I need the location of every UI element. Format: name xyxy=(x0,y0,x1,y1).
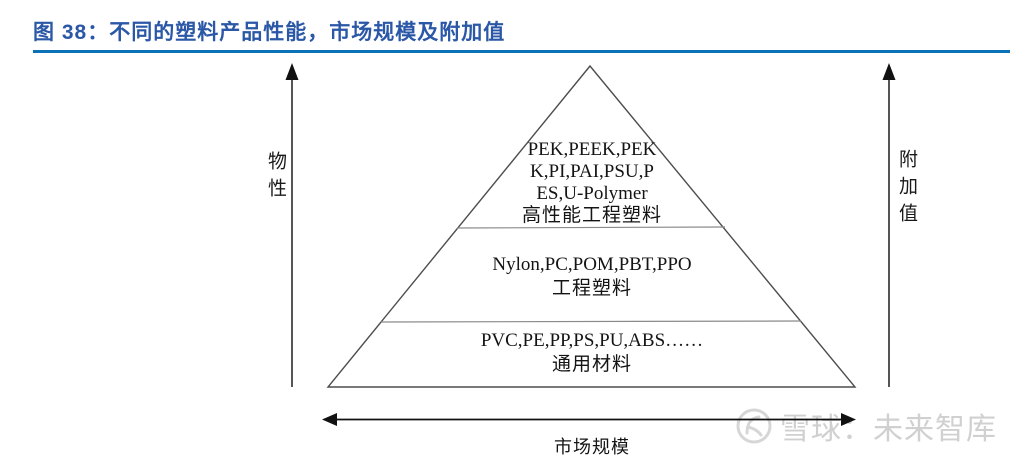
tier-line: PEK,PEEK,PEK xyxy=(527,139,657,160)
watermark-text: 雪球：未来智库 xyxy=(780,413,997,446)
left-axis-label: 物性 xyxy=(265,151,286,205)
tier-label: 高性能工程塑料 xyxy=(521,205,662,226)
figure-title: 图 38：不同的塑料产品性能，市场规模及附加值 xyxy=(33,21,506,44)
watermark: 雪球：未来智库 xyxy=(735,404,997,448)
tier-divider-bottom xyxy=(380,320,802,323)
title-underline xyxy=(33,50,1010,53)
bottom-axis-double-arrow xyxy=(322,413,856,426)
tier-label: 工程塑料 xyxy=(551,278,632,299)
left-axis-arrow xyxy=(285,63,299,387)
xueqiu-logo-icon xyxy=(736,408,772,444)
right-axis-label: 附加值 xyxy=(896,149,917,230)
tier-line: Nylon,PC,POM,PBT,PPO xyxy=(492,254,692,275)
bottom-axis-label: 市场规模 xyxy=(554,437,630,457)
pyramid-tier-engineering: Nylon,PC,POM,PBT,PPO 工程塑料 xyxy=(432,253,752,301)
tier-line: K,PI,PAI,PSU,P xyxy=(530,161,654,182)
pyramid-tier-general: PVC,PE,PP,PS,PU,ABS…… 通用材料 xyxy=(382,329,802,377)
tier-line: PVC,PE,PP,PS,PU,ABS…… xyxy=(480,330,704,351)
right-axis-arrow xyxy=(882,63,896,387)
tier-line: ES,U-Polymer xyxy=(536,183,648,204)
tier-label: 通用材料 xyxy=(551,354,632,375)
tier-divider-top xyxy=(456,226,726,229)
pyramid-tier-high-performance: PEK,PEEK,PEK K,PI,PAI,PSU,P ES,U-Polymer… xyxy=(462,139,722,227)
